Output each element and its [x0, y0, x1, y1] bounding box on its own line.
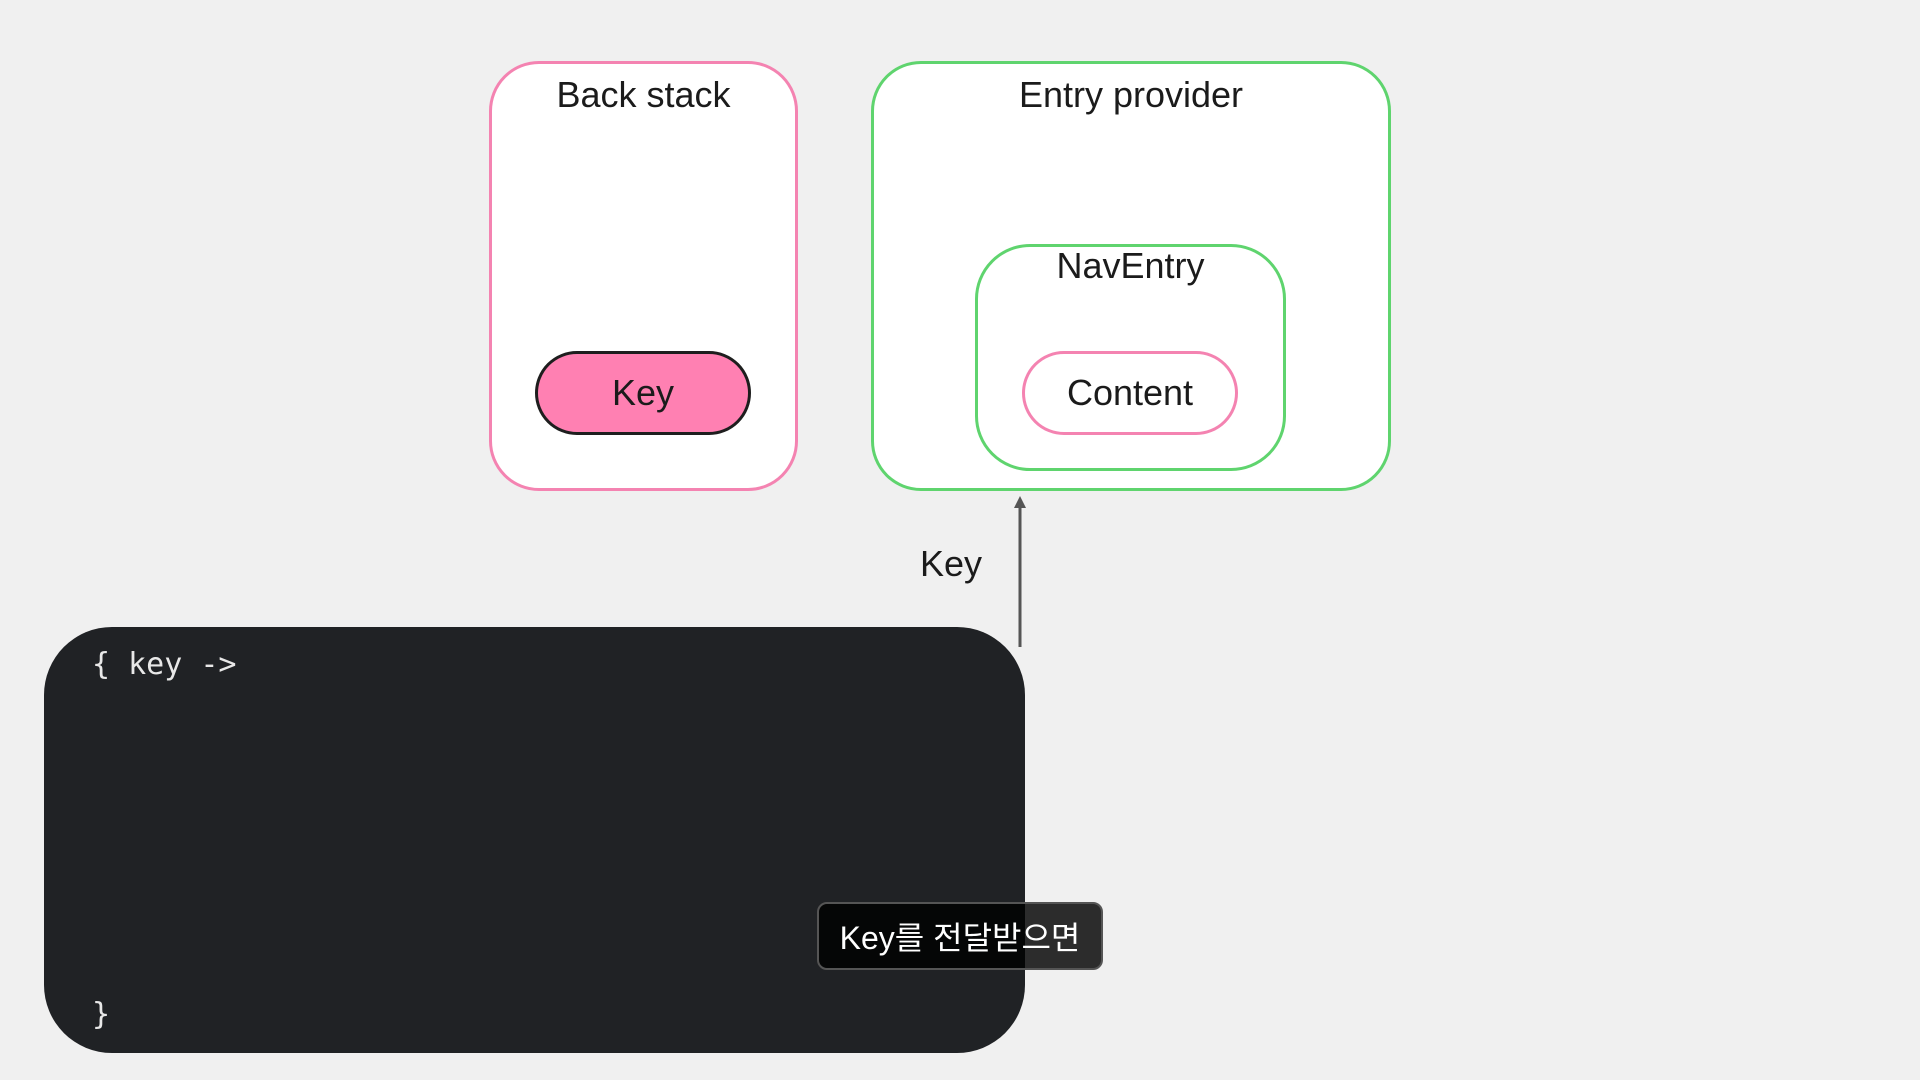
- content-pill: Content: [1022, 351, 1238, 435]
- back-stack-title: Back stack: [556, 74, 731, 115]
- arrow-key-label: Key: [920, 543, 983, 584]
- nav-entry-title: NavEntry: [1056, 245, 1205, 286]
- code-line-open: { key ->: [92, 647, 237, 682]
- code-block: { key -> }: [44, 627, 1025, 1053]
- code-line-close: }: [92, 997, 111, 1032]
- key-pill: Key: [535, 351, 751, 435]
- arrow-up-icon: [1014, 496, 1026, 647]
- subtitle-caption: Key를 전달받으면: [817, 902, 1103, 970]
- entry-provider-title: Entry provider: [1018, 74, 1244, 115]
